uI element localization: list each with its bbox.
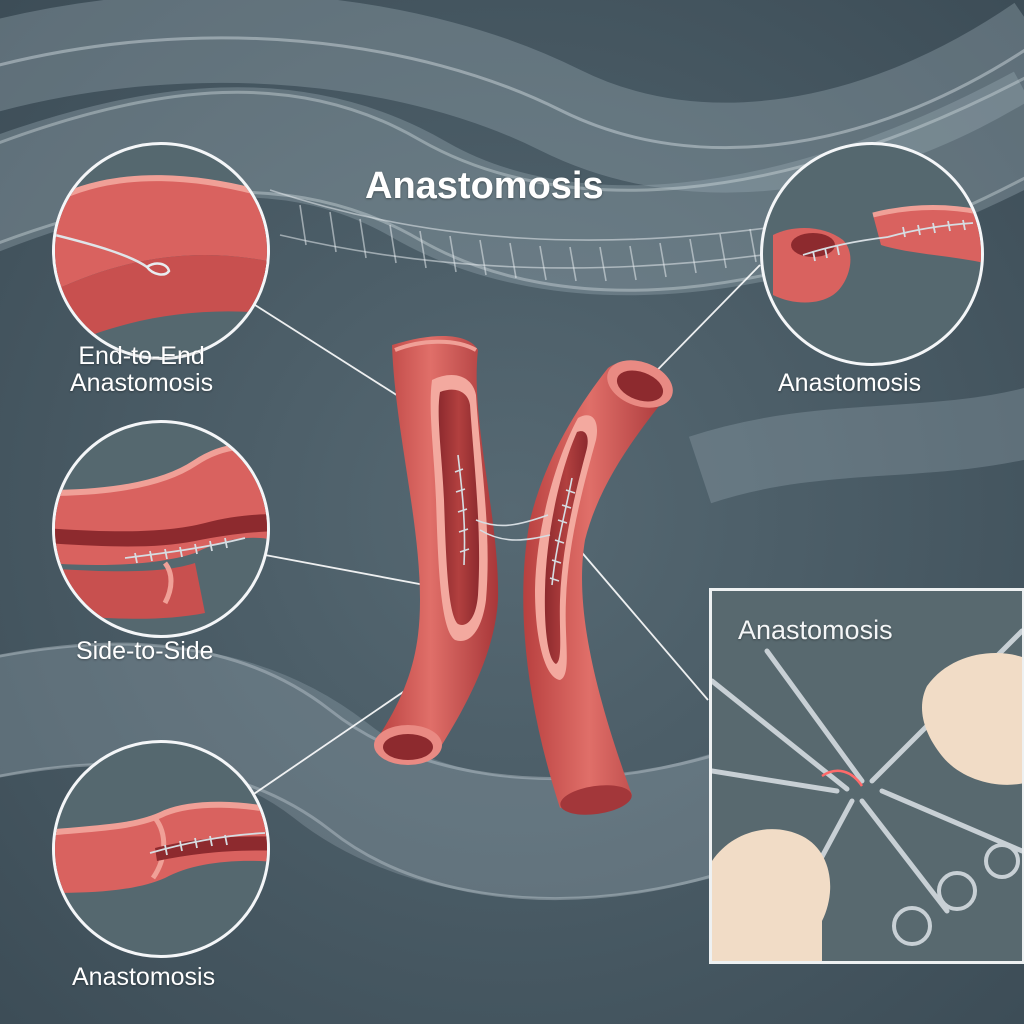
suture-thread-highlight [821, 769, 864, 787]
suture-needle-thread [55, 233, 148, 269]
gloved-hand-right [922, 653, 1022, 785]
surgery-inset-panel [709, 588, 1024, 964]
label-end-to-end: End-to-End Anastomosis [70, 343, 213, 397]
label-anastomosis-inset: Anastomosis [738, 615, 893, 645]
detail-circle-side-to-side [52, 420, 270, 638]
detail-circle-anastomosis-bottom [52, 740, 270, 958]
gloved-hand-left [712, 829, 831, 961]
vessel-right [523, 360, 673, 815]
label-anastomosis-right: Anastomosis [778, 369, 922, 397]
label-end-to-end-line2: Anastomosis [70, 369, 214, 397]
label-anastomosis-bottom: Anastomosis [72, 963, 216, 991]
label-end-to-end-line1: End-to-End [78, 342, 205, 370]
detail-circle-end-to-end [52, 142, 270, 360]
suture-lines [454, 454, 576, 586]
vessel-left [374, 335, 499, 765]
label-side-to-side: Side-to-Side [76, 637, 214, 665]
diagram-title: Anastomosis [365, 165, 604, 207]
detail-circle-anastomosis-top-right [760, 142, 984, 366]
